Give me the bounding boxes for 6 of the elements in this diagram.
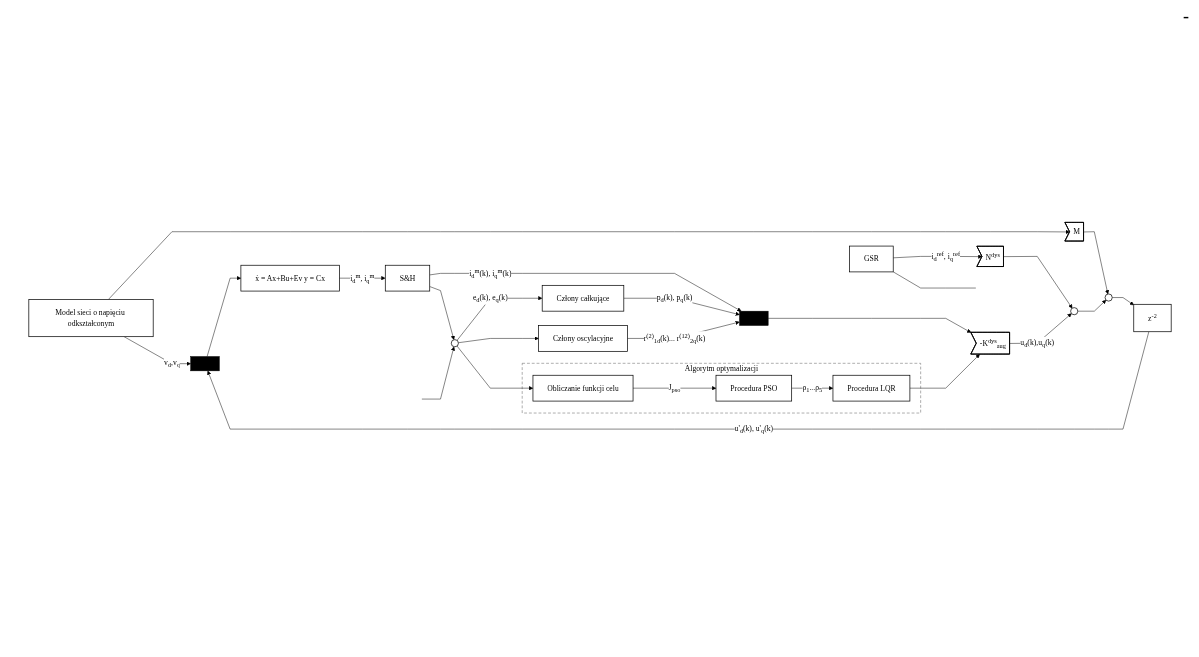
node-circle: [450, 338, 459, 347]
node-bar: [189, 355, 220, 371]
minus-sign: -: [1183, 6, 1189, 26]
node-bar: [738, 310, 768, 326]
node-circle: [1069, 306, 1078, 315]
node-circle: [1104, 293, 1113, 301]
